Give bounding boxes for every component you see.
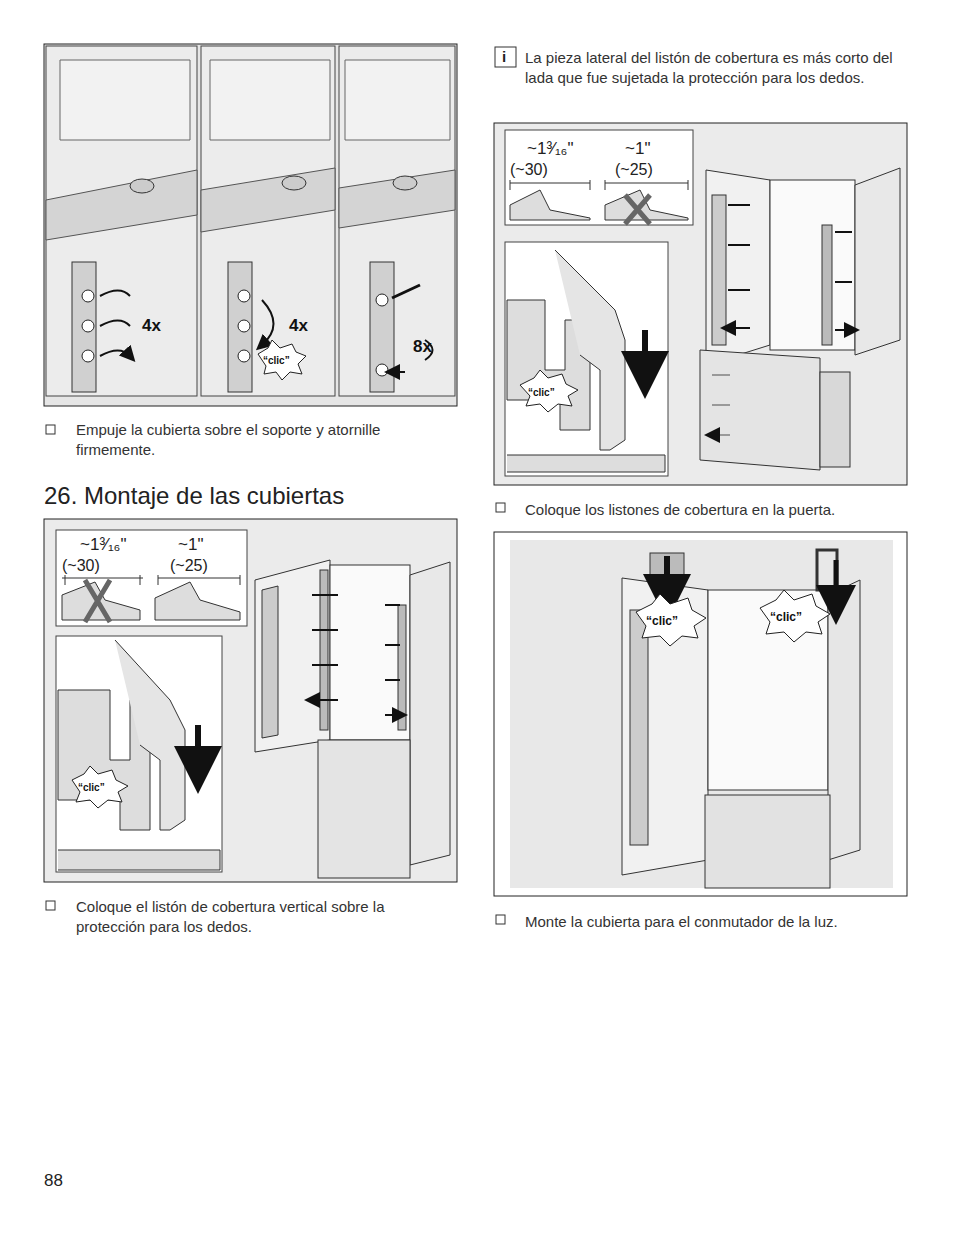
count-callout: 8x bbox=[413, 336, 432, 358]
dimension-label: ~1" bbox=[178, 534, 203, 556]
figure-bracket-screws bbox=[44, 44, 457, 406]
instruction-text: Coloque los listones de cobertura en la … bbox=[525, 500, 905, 520]
click-callout: “clic” bbox=[646, 614, 678, 630]
dimension-label: (~25) bbox=[615, 160, 653, 181]
click-callout: “clic” bbox=[528, 386, 555, 399]
figure-vertical-strip bbox=[44, 519, 457, 882]
instruction-text: Empuje la cubierta sobre el soporte y at… bbox=[76, 420, 436, 459]
count-callout: 4x bbox=[142, 315, 161, 337]
checkbox-bullet bbox=[496, 915, 505, 924]
dimension-label: ~1³⁄₁₆" bbox=[80, 534, 127, 556]
dimension-label: (~25) bbox=[170, 556, 208, 577]
info-icon: i bbox=[502, 47, 506, 67]
dimension-label: (~30) bbox=[510, 160, 548, 181]
dimension-label: ~1³⁄₁₆" bbox=[527, 138, 574, 160]
figure-door-strips bbox=[494, 123, 907, 485]
info-note: La pieza lateral del listón de cobertura… bbox=[525, 48, 905, 87]
checkbox-bullet bbox=[46, 901, 55, 910]
info-icon-box bbox=[495, 47, 516, 67]
count-callout: 4x bbox=[289, 315, 308, 337]
click-callout: “clic” bbox=[78, 781, 105, 794]
checkbox-bullet bbox=[46, 425, 55, 434]
figure-light-switch-cover bbox=[494, 532, 907, 896]
click-callout: “clic” bbox=[770, 610, 802, 626]
checkbox-bullet bbox=[496, 503, 505, 512]
dimension-label: (~30) bbox=[62, 556, 100, 577]
instruction-text: Monte la cubierta para el conmutador de … bbox=[525, 912, 905, 932]
dimension-label: ~1" bbox=[625, 138, 650, 160]
click-callout: “clic” bbox=[263, 354, 290, 367]
page-number: 88 bbox=[44, 1170, 63, 1192]
section-title: 26. Montaje de las cubiertas bbox=[44, 480, 454, 511]
instruction-text: Coloque el listón de cobertura vertical … bbox=[76, 897, 436, 936]
